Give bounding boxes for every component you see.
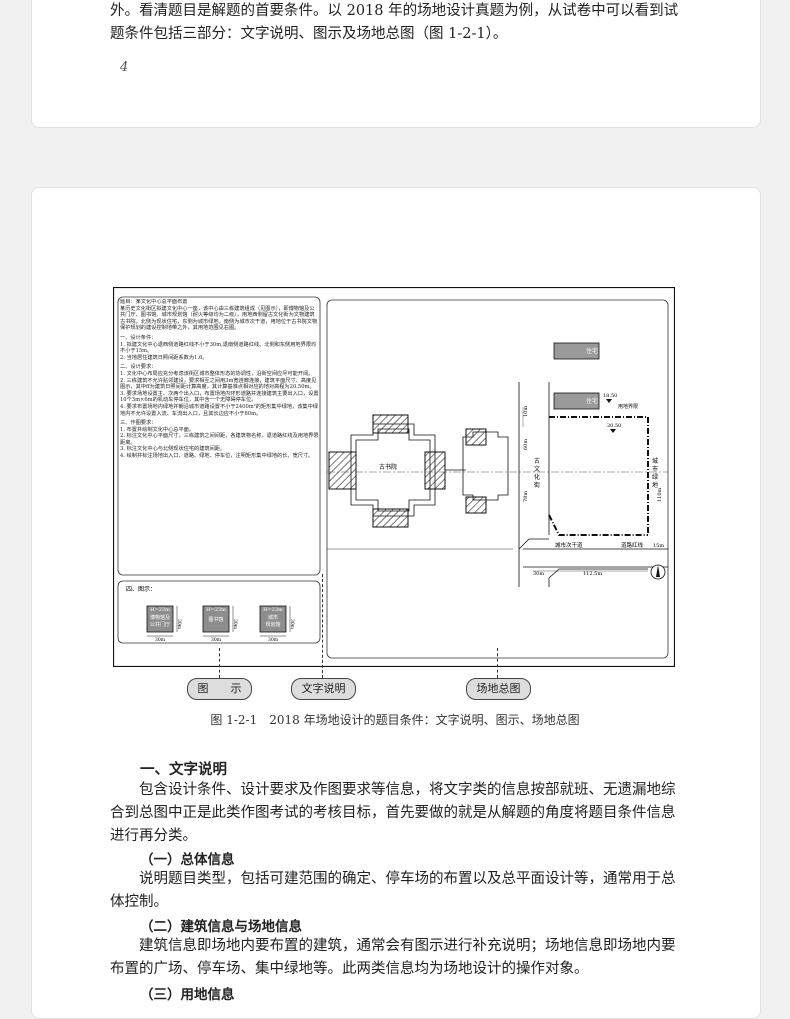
svg-text:30m: 30m xyxy=(176,619,182,630)
site-design-figure: 题目：某文化中心总平面布置 某历史文化街区拟建文化中心一座，该中心由三栋建筑组成… xyxy=(113,287,675,667)
svg-text:78m: 78m xyxy=(523,491,529,502)
svg-text:古: 古 xyxy=(534,457,540,465)
callout-site-plan: 场地总图 xyxy=(466,678,531,700)
subsection-heading: （一）总体信息 xyxy=(140,852,235,868)
text-panel-frame xyxy=(117,296,321,576)
page-number: 4 xyxy=(120,60,129,75)
callout-line xyxy=(322,574,323,678)
problem-intro: 某历史文化街区拟建文化中心一座，该中心由三栋建筑组成（见图示），即博物馆及公共门… xyxy=(120,305,318,332)
section-3-title: 三、作图要求： xyxy=(120,420,157,427)
street-label: 古 文 化 街 xyxy=(534,457,540,489)
callout-legend: 图 示 xyxy=(187,678,252,700)
section-2-item: 4. 要求布置场地内绿地并朝沿城市道路设置不小于2400m²的矩形集中绿地，该集… xyxy=(120,403,318,417)
svg-text:H=23m: H=23m xyxy=(150,607,170,613)
svg-text:H=23m: H=23m xyxy=(206,607,226,613)
callout-line xyxy=(497,648,498,678)
svg-text:街: 街 xyxy=(534,481,540,489)
svg-text:博物馆及: 博物馆及 xyxy=(150,614,170,621)
section-heading: 一、文字说明 xyxy=(140,762,227,778)
legend-panel-frame xyxy=(117,580,321,644)
svg-text:30m: 30m xyxy=(289,619,295,630)
top-page-card xyxy=(31,0,761,128)
subsection-heading: （二）建筑信息与场地信息 xyxy=(140,919,302,935)
residence-label: 住宅 xyxy=(586,397,598,405)
svg-text:30m: 30m xyxy=(533,571,544,577)
legend-museum: H=23m 博物馆及 公共门厅 30m 30m xyxy=(146,605,182,643)
section-2-item: 2. 三栋建筑不允许贴邻建设，要求相互之间用3m宽连廊连接，建筑平面尺寸、高度见… xyxy=(120,377,317,391)
svg-text:112.5m: 112.5m xyxy=(583,571,602,577)
svg-text:H=23m: H=23m xyxy=(263,607,283,613)
section-2-title: 二、设计要求： xyxy=(120,364,157,371)
svg-text:市: 市 xyxy=(652,465,658,473)
section-3-item: 3. 标注文化中心与北侧现状住宅的建筑间距。 xyxy=(120,446,226,453)
body-paragraph: 说明题目类型，包括可建范围的确定、停车场的布置以及总平面设计等，通常用于总体控制… xyxy=(110,871,676,910)
redline-label: 道路红线 xyxy=(621,541,644,549)
road-label: 城市次干道 xyxy=(555,541,583,549)
boundary-label: 用地界限 xyxy=(618,403,638,410)
section-1-item: 1. 拟建文化中心退西侧道路红线不小于30m,退南侧道路红线、北侧和东侧用地界限… xyxy=(120,341,317,355)
section-2-item: 3. 要求场地设置主、次两个出入口，布置场地内环形道路并连接建筑主要出入口，设置… xyxy=(120,390,319,404)
svg-text:30m: 30m xyxy=(155,637,166,643)
section-1-item: 2. 当地居住建筑日照间距系数为1.6。 xyxy=(120,354,208,361)
intro-paragraph: 外。看清题目是解题的首要条件。以 2018 年的场地设计真题为例，从试卷中可以看… xyxy=(110,3,679,42)
callout-line xyxy=(219,648,220,678)
svg-text:绿: 绿 xyxy=(652,473,658,481)
svg-text:规划馆: 规划馆 xyxy=(265,621,280,628)
legend-planning-hall: H=23m 城市 规划馆 30m 30m xyxy=(259,605,295,643)
legend-library: H=23m 图书馆 30m 30m xyxy=(202,605,238,643)
legend-title: 四、图示： xyxy=(126,586,156,593)
site-boundary xyxy=(549,416,649,535)
green-label: 城 市 绿 地 xyxy=(652,458,658,489)
svg-text:110m: 110m xyxy=(657,487,663,502)
section-3-item: 1. 布置并绘制文化中心总平面。 xyxy=(120,426,195,433)
subsection-heading: （三）用地信息 xyxy=(140,987,235,1003)
svg-text:30m: 30m xyxy=(268,637,279,643)
elevation-label: 20.50 xyxy=(607,423,621,429)
svg-text:公共门厅: 公共门厅 xyxy=(150,621,170,628)
residence-building xyxy=(553,342,600,360)
svg-text:文: 文 xyxy=(534,465,540,473)
svg-text:30m: 30m xyxy=(211,637,222,643)
problem-title: 题目：某文化中心总平面布置 xyxy=(120,299,188,305)
residence-building xyxy=(553,392,600,410)
figure-caption: 图 1-2-1 2018 年场地设计的题目条件：文字说明、图示、场地总图 xyxy=(210,713,580,727)
elevation-label: 18.50 xyxy=(603,393,617,399)
callout-text-description: 文字说明 xyxy=(291,678,356,700)
svg-text:15m: 15m xyxy=(653,543,664,549)
svg-text:30m: 30m xyxy=(232,619,238,630)
residence-label: 住宅 xyxy=(586,347,598,355)
section-2-item: 1. 文化中心布局应充分考虑该街区城市整体形态的协调性，沿街空间应尽可能开阔。 xyxy=(120,370,314,377)
academy-label: 古书院 xyxy=(379,463,397,471)
body-paragraph: 建筑信息即场地内要布置的建筑，通常会有图示进行补充说明；场地信息即场地内要布置的… xyxy=(110,938,676,977)
body-paragraph: 包含设计条件、设计要求及作图要求等信息，将文字类的信息按部就班、无遗漏地综合到总… xyxy=(110,782,676,844)
svg-text:化: 化 xyxy=(534,473,540,481)
svg-text:60m: 60m xyxy=(523,439,529,450)
section-3-item: 4. 绘制并标注场地出入口，道路、绿地、停车位，注明矩形集中绿地的长、宽尺寸。 xyxy=(120,453,314,460)
svg-text:城: 城 xyxy=(652,458,658,465)
svg-text:城市: 城市 xyxy=(268,614,278,621)
svg-text:10m: 10m xyxy=(523,406,529,417)
section-1-title: 一、设计条件： xyxy=(120,334,157,341)
section-3-item: 2. 标注文化中心平面尺寸，三栋建筑之间间距，各建筑物名称，退道路红线及用地界限… xyxy=(120,433,319,446)
svg-text:图书馆: 图书馆 xyxy=(208,616,223,623)
ancient-academy xyxy=(328,414,509,528)
svg-text:地: 地 xyxy=(652,481,658,489)
